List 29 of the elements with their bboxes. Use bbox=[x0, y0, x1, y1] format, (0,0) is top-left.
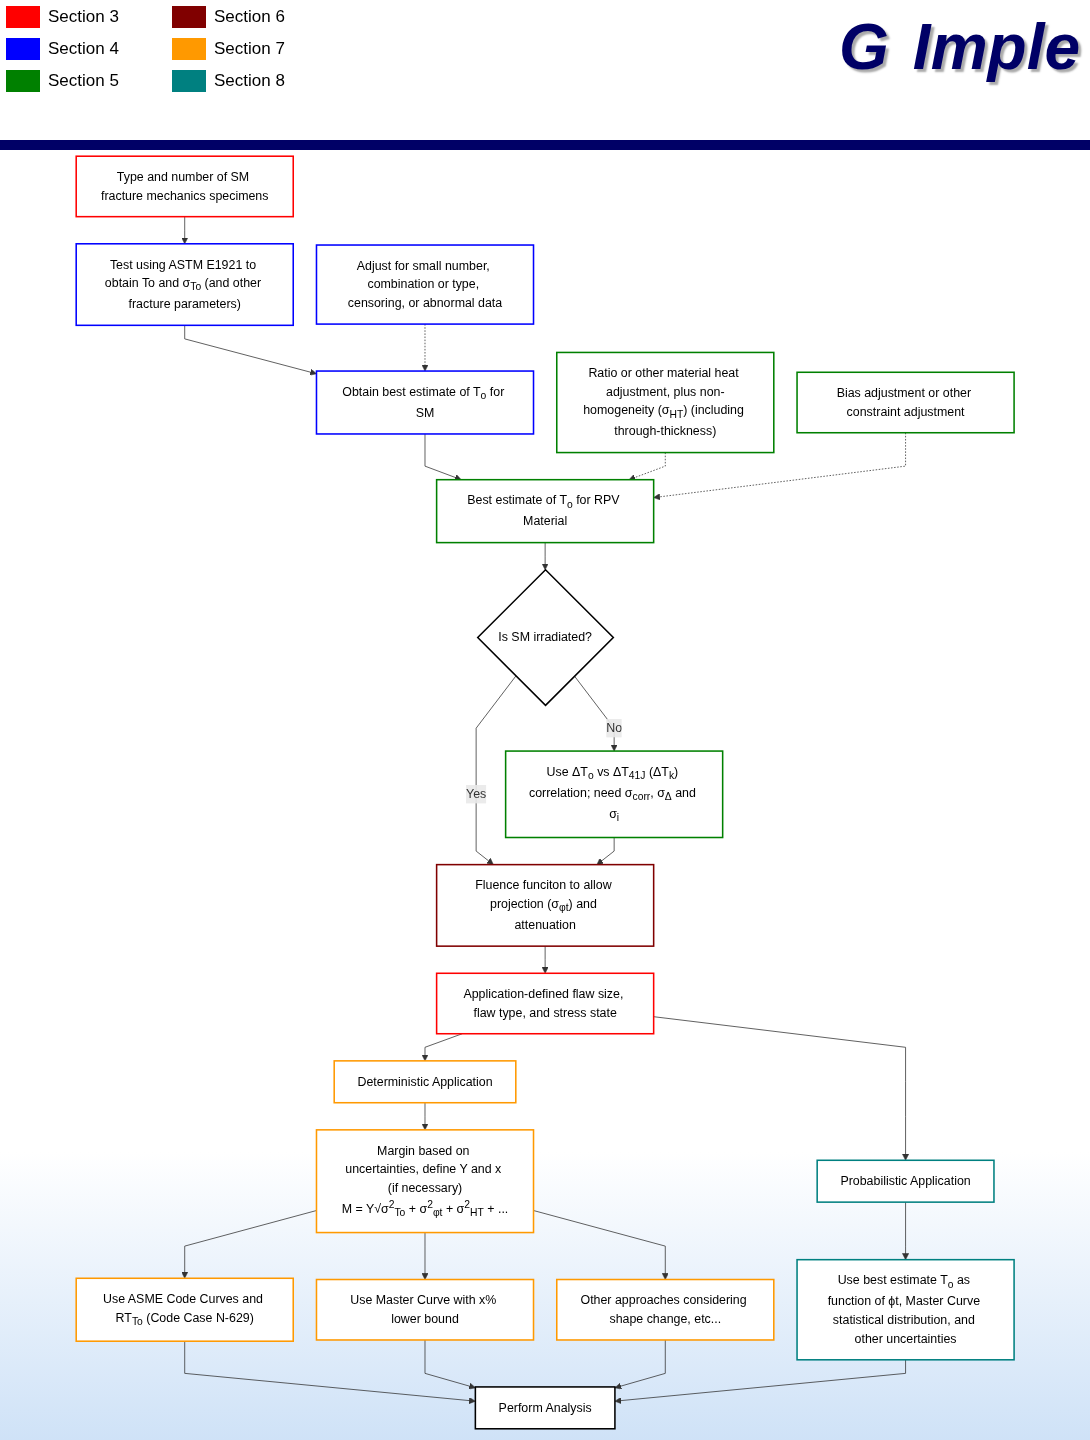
legend-label: Section 6 bbox=[214, 7, 285, 27]
node-diamond: Is SM irradiated? bbox=[476, 568, 615, 707]
node-box: Deterministic Application bbox=[333, 1060, 517, 1104]
node-box: Adjust for small number, combination or type, censoring, or abnormal data bbox=[315, 244, 535, 325]
legend-label: Section 5 bbox=[48, 71, 119, 91]
legend-label: Section 4 bbox=[48, 39, 119, 59]
node-box: Probabilistic Application bbox=[816, 1159, 995, 1203]
node-box: Other approaches considering shape change, etc... bbox=[555, 1278, 775, 1341]
legend-label: Section 7 bbox=[214, 39, 285, 59]
title-fragment: Imple bbox=[912, 10, 1080, 84]
node-box: Type and number of SM fracture mechanics specimens bbox=[75, 155, 294, 218]
node-box: Test using ASTM E1921 to obtain To and σ$_{To}$ (and other fracture parameters) bbox=[75, 243, 294, 327]
title-fragment: G bbox=[839, 10, 889, 84]
node-box: Margin based on uncertainties, define Y and x (if necessary) M = Y√σ$^{2}$$_{To}$ + σ$^{2}$$_{φt}$ + σ$^{2}$$_{HT}$ + ... bbox=[315, 1129, 535, 1234]
edge-label: Yes bbox=[465, 787, 487, 801]
node-box: Use best estimate T$_{o}$ as function of ϕt, Master Curve statistical distribution, and other uncertainties bbox=[796, 1258, 1015, 1361]
node-box: Use ASME Code Curves and RT$_{To}$ (Code Case N-629) bbox=[75, 1277, 294, 1342]
node-box: Application-defined flaw size, flaw type, and stress state bbox=[435, 972, 655, 1035]
node-box: Use Master Curve with x% lower bound bbox=[315, 1278, 535, 1341]
node-box: Ratio or other material heat adjustment, plus non-homogeneity (σ$_{HT}$) (including through-thickness) bbox=[555, 351, 775, 454]
node-box: Obtain best estimate of T$_{o}$ for SM bbox=[315, 370, 535, 435]
edge-label: No bbox=[606, 721, 622, 735]
node-box: Bias adjustment or other constraint adjustment bbox=[796, 371, 1015, 434]
node-box: Best estimate of T$_{o}$ for RPV Material bbox=[435, 478, 655, 544]
node-box: Use ΔT$_{o}$ vs ΔT$_{41J}$ (ΔT$_{k}$) correlation; need σ$_{corr}$, σ$_{Δ}$ and σ$_{i}$ bbox=[504, 750, 724, 839]
node-box: Fluence funciton to allow projection (σ$_{φt}$) and attenuation bbox=[435, 863, 655, 947]
legend-label: Section 8 bbox=[214, 71, 285, 91]
legend-label: Section 3 bbox=[48, 7, 119, 27]
node-box: Perform Analysis bbox=[474, 1386, 616, 1430]
